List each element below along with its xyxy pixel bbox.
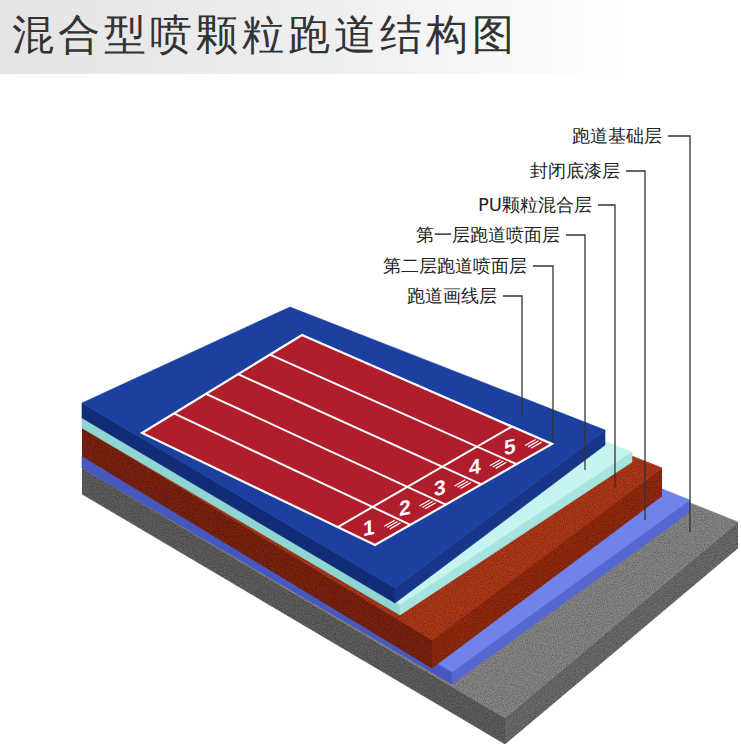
lane-mark (422, 501, 433, 507)
lane-mark (390, 523, 401, 529)
lane-number: 4 (469, 455, 481, 478)
lane-line (338, 427, 512, 528)
leader-line (503, 296, 522, 418)
lane-mark (425, 503, 436, 509)
track-red-area (142, 335, 552, 545)
layer-label: 第一层跑道喷面层 (416, 224, 560, 246)
lane-number: 1 (363, 516, 375, 539)
layer-top-face (82, 307, 605, 588)
layer-stack (82, 307, 738, 744)
lane-number: 2 (399, 496, 411, 519)
lane-line (174, 413, 410, 524)
lane-mark (531, 442, 542, 448)
layer-label: 跑道基础层 (572, 125, 662, 147)
lane-mark (455, 480, 466, 486)
lane-mark (525, 440, 536, 446)
lane-number: 5 (504, 435, 516, 458)
layer-label: 封闭底漆层 (530, 160, 620, 182)
lane-number: 3 (434, 475, 446, 498)
lane-line (270, 355, 517, 465)
layer-label: 第二层跑道喷面层 (383, 255, 527, 277)
leader-line (598, 205, 615, 488)
layer-label: 跑道画线层 (407, 285, 497, 307)
track-surface (142, 335, 552, 545)
leader-line (566, 235, 585, 470)
lane-mark (460, 482, 471, 488)
leader-line (668, 136, 690, 532)
lane-mark (496, 462, 507, 468)
lane-line (206, 394, 446, 505)
layer-label: PU颗粒混合层 (478, 194, 592, 216)
lane-mark (458, 481, 469, 487)
lane-mark (419, 500, 430, 506)
lane-mark (490, 460, 501, 466)
lane-mark (493, 461, 504, 467)
leader-line (626, 171, 645, 520)
lane-line (238, 374, 481, 484)
track-layer (82, 307, 605, 603)
lane-mark (387, 522, 398, 528)
lane-mark (384, 520, 395, 526)
diagram-title: 混合型喷颗粒跑道结构图 (12, 10, 518, 60)
leader-line (533, 266, 553, 442)
lane-mark (528, 441, 539, 447)
